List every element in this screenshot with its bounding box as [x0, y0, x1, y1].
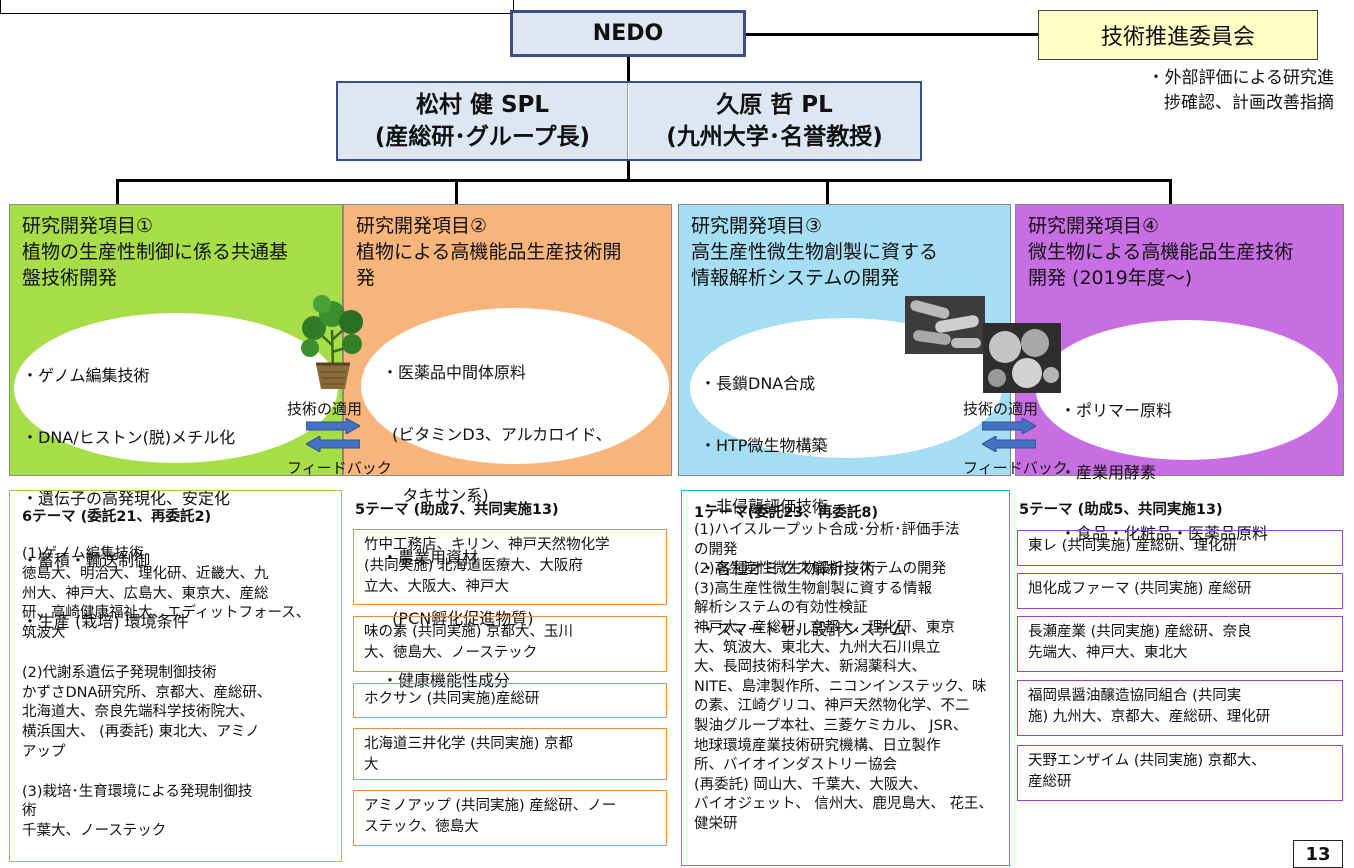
- connector-item3: [826, 179, 829, 204]
- apply-label-right: 技術の適用: [963, 400, 1039, 418]
- connector-leaders-bus: [627, 160, 630, 181]
- connector-item1: [116, 179, 119, 204]
- item-2-bullet: タキサン系): [382, 486, 489, 505]
- committee-note: ・外部評価による研究進 捗確認、計画改善指摘: [1050, 66, 1335, 116]
- page-number: 13: [1293, 840, 1343, 868]
- item-4-bullet: ・食品・化粧品・医薬品原料: [1060, 524, 1269, 543]
- apply-label-left: 技術の適用: [287, 400, 363, 418]
- item-4-bullet: ・ポリマー原料: [1060, 401, 1173, 420]
- leader-pl-name: 久原 哲 PL: [716, 92, 833, 118]
- feedback-label-right: フィードバック: [963, 459, 1068, 477]
- item-3-bullet: ・スマートセル設計システム: [700, 620, 908, 639]
- item-1-ellipse: [14, 313, 338, 463]
- item-3-bullet: ・非侵襲評価技術: [700, 497, 829, 516]
- column-4-org-box: 旭化成ファーマ (共同実施) 産総研: [1017, 573, 1343, 609]
- committee-note-line-2: 捗確認、計画改善指摘: [1164, 93, 1334, 113]
- column-4-org-box: 福岡県醤油醸造協同組合 (共同実 施) 九州大、京都大、産総研、理化研: [1017, 680, 1343, 736]
- column-3-title: 1テーマ(委託23、再委託8): [694, 505, 879, 521]
- committee-box: 技術推進委員会: [1038, 10, 1318, 60]
- top-frame: [0, 0, 514, 14]
- leaders-panel: 松村 健 SPL (産総研･グループ長) 久原 哲 PL (九州大学･名誉教授): [336, 81, 922, 161]
- nedo-box: NEDO: [510, 10, 746, 57]
- item-2-bullet: ・健康機能性成分: [382, 670, 511, 690]
- connector-nedo-committee: [745, 33, 1038, 36]
- column-2-title: 5テーマ (助成7、共同実施13): [355, 502, 559, 518]
- feedback-label-left: フィードバック: [287, 459, 392, 477]
- column-4-org-box: 天野エンザイム (共同実施) 京都大、 産総研: [1017, 745, 1343, 801]
- item-1-bullet: ・蓄積・輸送制御: [22, 550, 151, 570]
- column-1-title: 6テーマ (委託21、再委託2): [22, 509, 212, 525]
- feedback-arrow-right: [982, 436, 1036, 452]
- leader-pl: 久原 哲 PL (九州大学･名誉教授): [629, 83, 920, 159]
- connector-item2: [455, 179, 458, 204]
- column-2-org-box: 竹中工務店、キリン、神戸天然物化学 (共同実施) 北海道医療大、大阪府 立大、大…: [353, 529, 667, 605]
- apply-arrow-left: [306, 418, 360, 434]
- item-2-bullet: (ビタミンD3、アルカロイド、: [382, 424, 612, 444]
- item-1-bullet: ・遺伝子の高発現化、安定化: [22, 489, 231, 508]
- item-1-bullet: ・ゲノム編集技術: [22, 366, 150, 385]
- column-4-org-box: 長瀬産業 (共同実施) 産総研、奈良 先端大、神戸大、東北大: [1017, 616, 1343, 672]
- item-1-bullet: ・生産 (栽培) 環境条件: [22, 612, 189, 631]
- column-2-org-box: 味の素 (共同実施) 京都大、玉川 大、徳島大、ノーステック: [353, 616, 667, 672]
- connector-item4: [1169, 179, 1172, 204]
- research-item-3-title: 研究開発項目③ 高生産性微生物創製に資する 情報解析システムの開発: [691, 215, 939, 289]
- item-2-bullet: ・医薬品中間体原料: [382, 363, 527, 382]
- bacteria-image: [905, 296, 985, 354]
- item-1-bullets: ・ゲノム編集技術 ・DNA/ヒストン(脱)メチル化 ・遺伝子の高発現化、安定化 …: [22, 325, 235, 653]
- leader-spl-affiliation: (産総研･グループ長): [374, 124, 591, 150]
- item-3-bullet: ・HTP微生物構築: [700, 435, 828, 455]
- column-3-text: (1)ハイスループット合成･分析･評価手法 の開発 (2)高生産性微生物設計シス…: [694, 522, 993, 832]
- feedback-arrow-left: [306, 436, 360, 452]
- column-3-panel: 1テーマ(委託23、再委託8) (1)ハイスループット合成･分析･評価手法 の開…: [681, 490, 1010, 866]
- column-2-org-box: 北海道三井化学 (共同実施) 京都 大: [353, 728, 667, 780]
- item-2-bullet: (PCN孵化促進物質): [382, 609, 534, 628]
- leader-pl-affiliation: (九州大学･名誉教授): [666, 124, 883, 150]
- apply-arrow-right: [982, 418, 1036, 434]
- plant-pot-image: [301, 295, 363, 389]
- item-4-bullet: ・産業用酵素: [1060, 462, 1157, 482]
- item-2-bullet: ・農業用資材: [382, 547, 479, 567]
- connector-nedo-leaders: [627, 55, 630, 82]
- item-1-bullet: ・DNA/ヒストン(脱)メチル化: [22, 427, 236, 447]
- item-2-bullets: ・医薬品中間体原料 (ビタミンD3、アルカロイド、 タキサン系) ・農業用資材 …: [382, 322, 612, 712]
- yeast-image: [983, 323, 1061, 393]
- leader-spl: 松村 健 SPL (産総研･グループ長): [338, 83, 628, 159]
- leader-spl-name: 松村 健 SPL: [415, 92, 550, 118]
- column-4-title: 5テーマ (助成5、共同実施13): [1019, 502, 1223, 518]
- item-2-ellipse: [361, 308, 669, 464]
- item-3-bullet: ・各種オミクス解析技術: [700, 558, 876, 578]
- column-2-org-box: アミノアップ (共同実施) 産総研、ノー ステック、徳島大: [353, 790, 667, 846]
- item-3-bullet: ・長鎖DNA合成: [700, 374, 816, 393]
- research-item-2-title: 研究開発項目② 植物による高機能品生産技術開 発: [356, 215, 622, 289]
- column-1-panel: 6テーマ (委託21、再委託2) (1)ゲノム編集技術 徳島大、明治大、理化研、…: [9, 490, 342, 862]
- column-4-org-box: 東レ (共同実施) 産総研、理化研: [1017, 530, 1343, 566]
- item-4-bullets: ・ポリマー原料 ・産業用酵素 ・食品・化粧品・医薬品原料: [1060, 360, 1268, 565]
- connector-bus: [116, 179, 1172, 182]
- research-item-4-title: 研究開発項目④ 微生物による高機能品生産技術 開発 (2019年度～): [1028, 215, 1294, 289]
- committee-note-line-1: ・外部評価による研究進: [1147, 68, 1335, 88]
- research-item-1-title: 研究開発項目① 植物の生産性制御に係る共通基 盤技術開発: [22, 215, 289, 289]
- column-1-text: (1)ゲノム編集技術 徳島大、明治大、理化研、近畿大、九 州大、神戸大、広島大、…: [22, 546, 311, 840]
- column-2-org-box: ホクサン (共同実施)産総研: [353, 683, 667, 718]
- item-4-ellipse: [1036, 320, 1338, 460]
- item-3-bullets: ・長鎖DNA合成 ・HTP微生物構築 ・非侵襲評価技術 ・各種オミクス解析技術 …: [700, 333, 907, 661]
